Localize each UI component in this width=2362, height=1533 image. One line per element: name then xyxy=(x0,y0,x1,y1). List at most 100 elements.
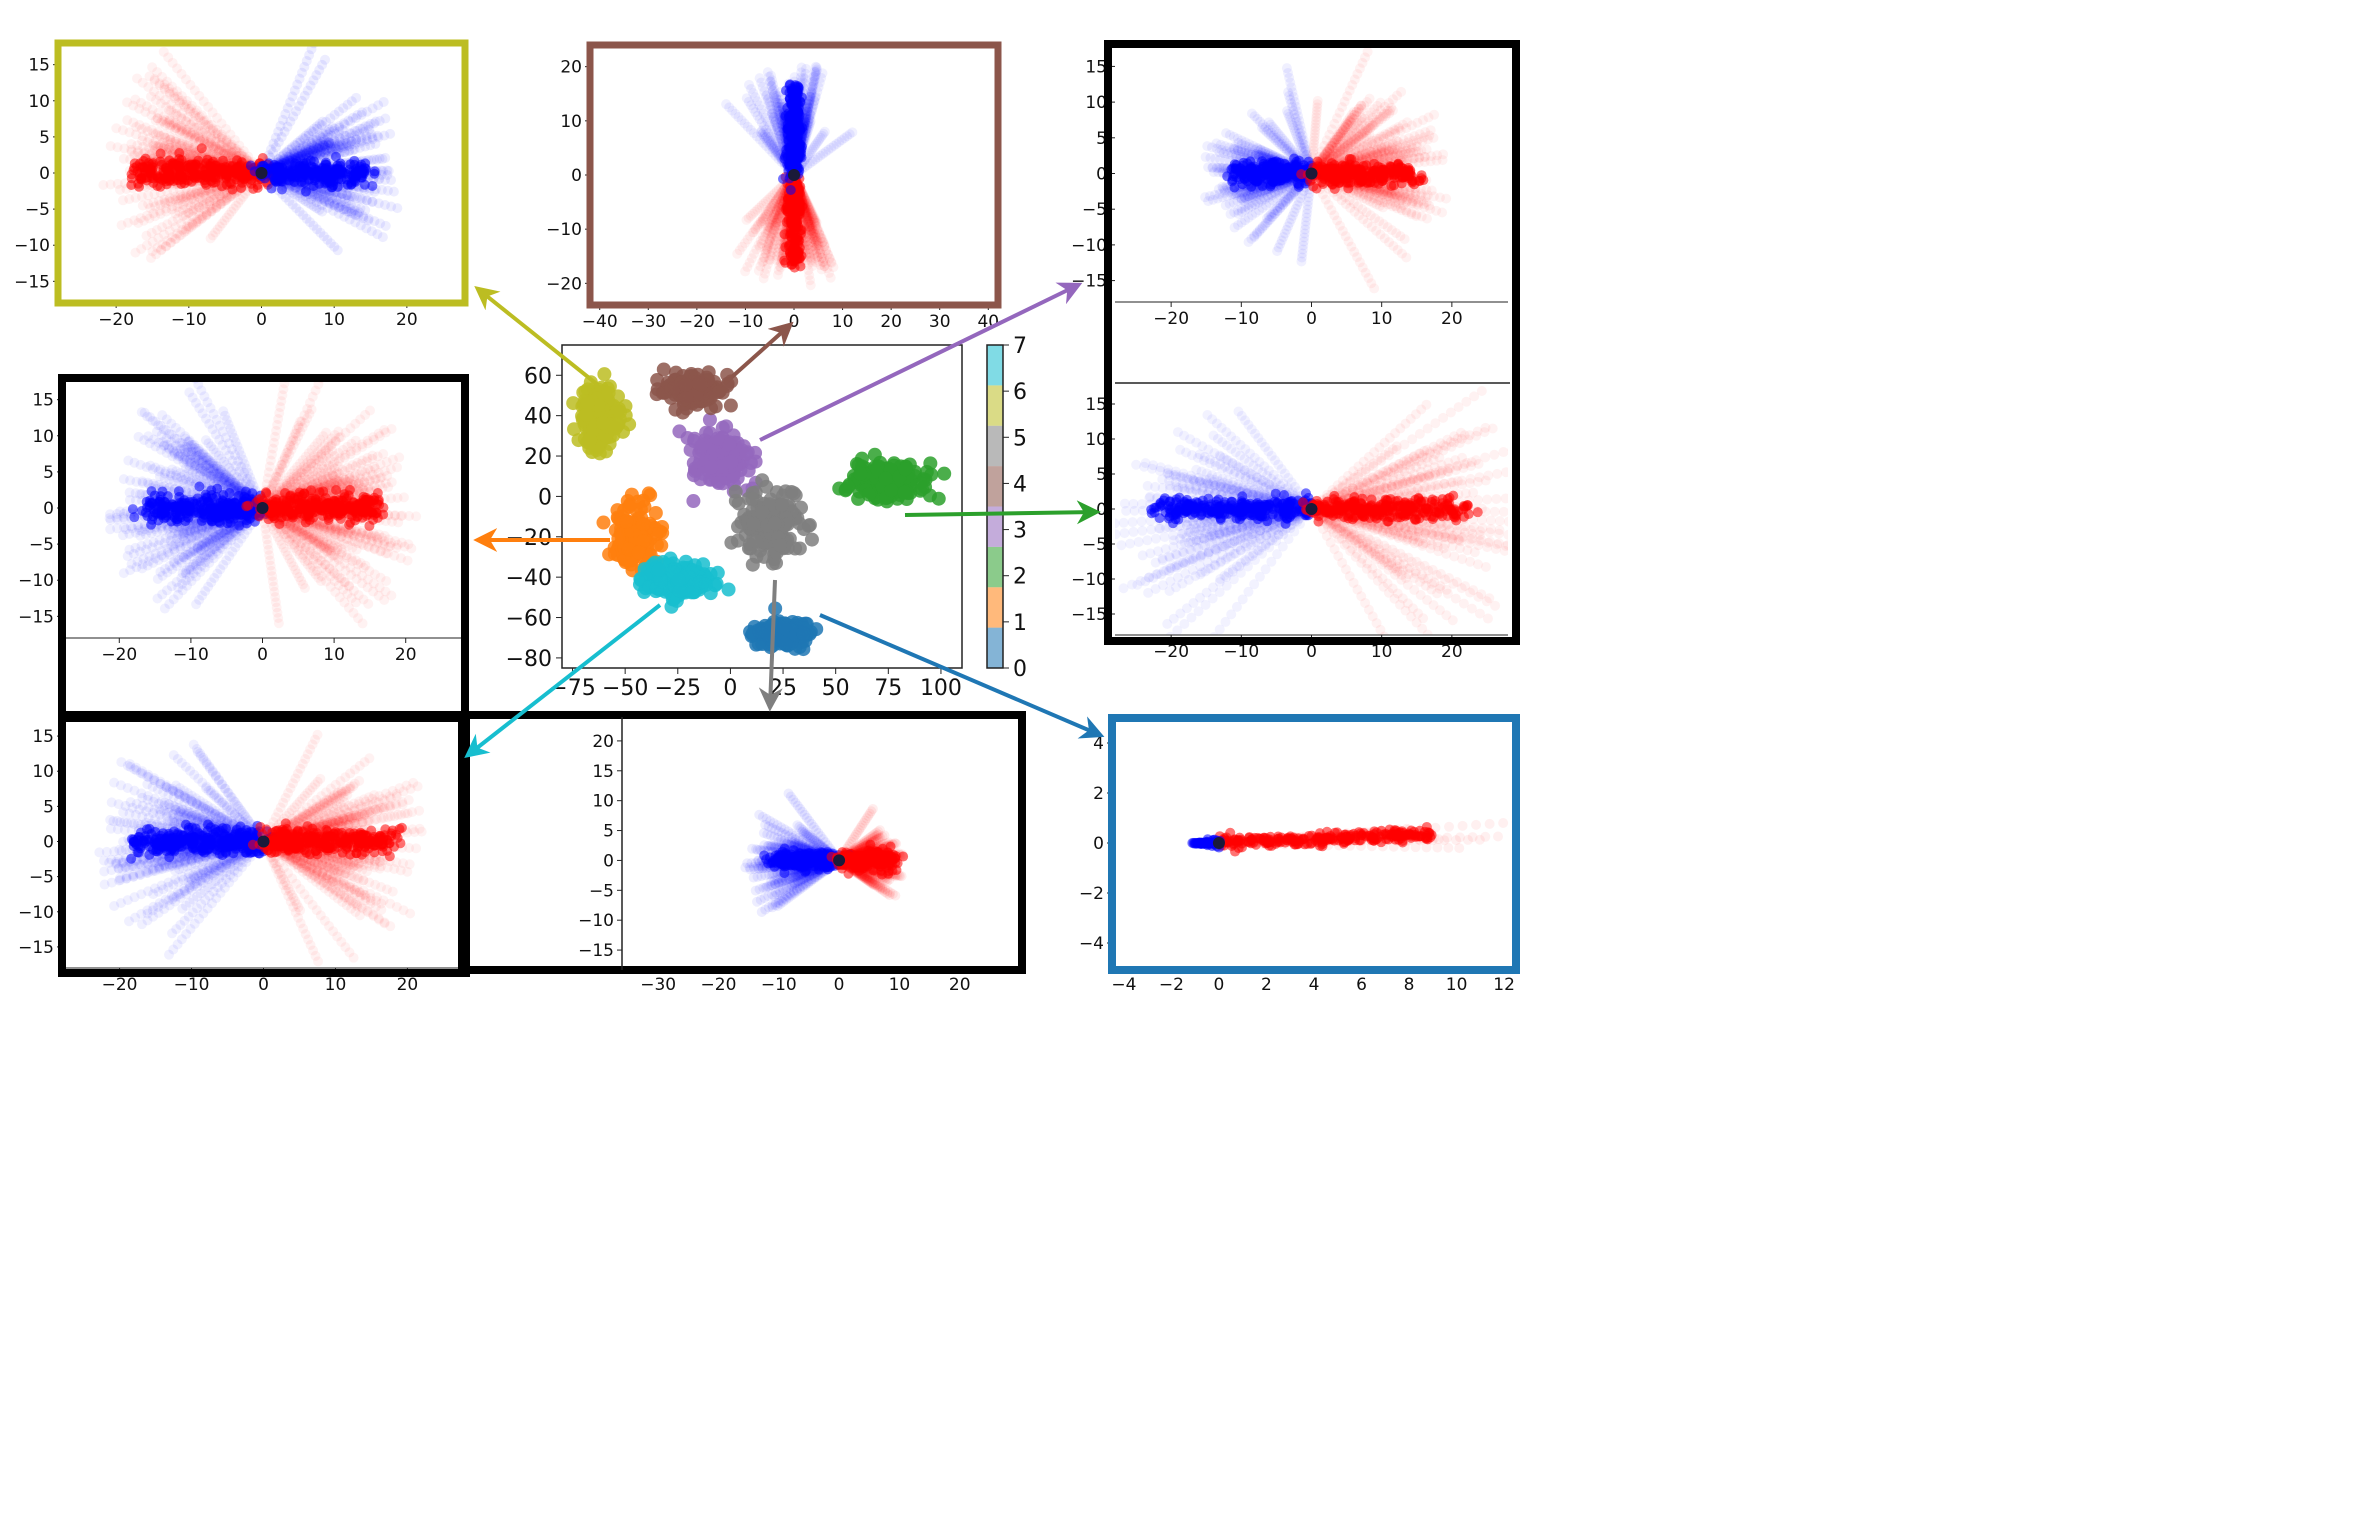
panel_olive-point xyxy=(171,136,182,147)
panel_olive-point xyxy=(316,120,327,131)
panel_olive-point xyxy=(148,197,159,208)
panel_olive-points xyxy=(98,43,403,264)
panel_olive-point xyxy=(142,137,153,148)
panel_olive-point xyxy=(214,144,225,155)
panel_olive-point xyxy=(341,189,352,200)
panel_brown-point xyxy=(806,230,817,241)
panel_olive-point xyxy=(349,155,360,166)
panel_olive-point xyxy=(232,146,243,157)
panel_brown-point xyxy=(805,207,816,218)
panel_olive-point xyxy=(385,128,396,139)
panel_olive-point xyxy=(194,134,205,145)
panel_olive-point xyxy=(117,195,128,206)
panel_olive-point xyxy=(236,182,247,193)
panel_olive-point xyxy=(211,136,222,147)
panel_olive-point xyxy=(299,148,310,159)
panel_olive-point xyxy=(180,74,191,85)
panel_olive-point xyxy=(196,143,207,154)
panel_olive-point xyxy=(132,73,143,84)
panel_olive-point xyxy=(333,106,344,117)
panel_olive-point xyxy=(222,193,233,204)
panel_olive-point xyxy=(282,151,293,162)
panel_olive-point xyxy=(317,137,328,148)
panel_olive-point xyxy=(168,185,179,196)
panel_olive-point xyxy=(310,144,321,155)
panel_olive-point xyxy=(185,127,196,138)
panel_olive-point xyxy=(277,114,288,125)
panel_olive-point xyxy=(320,142,331,153)
panel_olive-point xyxy=(164,193,175,204)
panel_olive-point xyxy=(177,124,188,135)
panel_olive-point xyxy=(266,144,277,155)
panel_olive-point xyxy=(372,229,383,240)
panel_olive-point xyxy=(215,190,226,201)
panel_olive-point xyxy=(164,114,175,125)
panel_olive-point xyxy=(206,133,217,144)
panel_olive-point xyxy=(203,101,214,112)
panel_olive-point xyxy=(221,212,232,223)
panel_olive-point xyxy=(201,179,212,190)
panel_olive-point xyxy=(221,134,232,145)
panel_olive-point xyxy=(386,175,397,186)
panel_olive-point xyxy=(317,132,328,143)
panel_olive-point xyxy=(161,118,172,129)
panel_olive-point xyxy=(293,150,304,161)
panel_olive-point xyxy=(177,107,188,118)
panel_olive-point xyxy=(230,164,241,175)
panel_olive-point xyxy=(132,147,143,158)
panel_brown-point xyxy=(815,232,826,243)
panel_olive-point xyxy=(146,110,157,121)
panel_olive-point xyxy=(149,189,160,200)
panel_brown-point xyxy=(769,198,780,209)
panel_olive-point xyxy=(366,226,377,237)
panel_olive-point xyxy=(284,196,295,207)
panel_olive-point xyxy=(207,142,218,153)
panel_olive-point xyxy=(377,232,388,243)
panel_olive-point xyxy=(141,101,152,112)
panel_olive-point xyxy=(306,143,317,154)
panel_olive-point xyxy=(170,123,181,134)
panel_olive-point xyxy=(216,198,227,209)
panel_olive-point xyxy=(374,153,385,164)
panel_brown-point xyxy=(805,225,816,236)
panel_olive-point xyxy=(367,180,378,191)
panel_olive-point xyxy=(329,140,340,151)
panel_olive-point xyxy=(323,140,334,151)
panel_olive-point xyxy=(178,210,189,221)
panel_olive-point xyxy=(376,184,387,195)
panel_olive-point xyxy=(341,138,352,149)
panel_olive-point xyxy=(375,218,386,229)
panel_olive-point xyxy=(312,143,323,154)
panel_olive-point xyxy=(357,164,368,175)
panel_olive-point xyxy=(201,193,212,204)
panel_olive-point xyxy=(169,124,180,135)
panel_olive-point xyxy=(218,148,229,159)
panel_olive-point xyxy=(180,102,191,113)
panel_brown-point xyxy=(760,211,771,222)
panel_olive-point xyxy=(140,122,151,133)
panel_olive-point xyxy=(138,215,149,226)
panel_olive-point xyxy=(140,107,151,118)
panel_olive-point xyxy=(226,139,237,150)
panel_olive-point xyxy=(295,143,306,154)
panel_olive-point xyxy=(149,86,160,97)
panel_olive-point xyxy=(188,116,199,127)
panel_olive-point xyxy=(129,158,140,169)
panel_olive-point xyxy=(122,115,133,126)
panel_brown-point xyxy=(765,235,776,246)
panel_olive-point xyxy=(168,194,179,205)
panel_olive-point xyxy=(194,214,205,225)
panel_olive-point xyxy=(144,213,155,224)
panel_olive-point xyxy=(218,196,229,207)
panel_olive-point xyxy=(363,215,374,226)
panel_olive-point xyxy=(337,188,348,199)
panel_olive-point xyxy=(343,115,354,126)
panel_olive-point xyxy=(158,46,169,57)
panel_olive-xtick-label: −10 xyxy=(171,310,207,330)
panel_olive-point xyxy=(173,95,184,106)
panel_olive-point xyxy=(166,137,177,148)
panel_olive-point xyxy=(281,167,292,178)
panel_olive-point xyxy=(279,126,290,137)
panel_olive-point xyxy=(158,129,169,140)
panel_brown-point xyxy=(753,265,764,276)
